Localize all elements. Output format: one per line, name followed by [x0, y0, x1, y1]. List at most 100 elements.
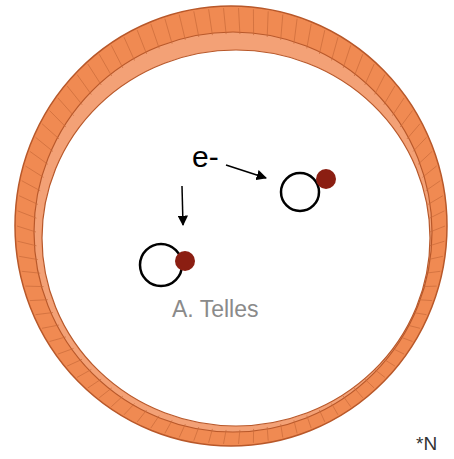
band-segment — [25, 286, 43, 288]
band-segment — [99, 54, 112, 76]
band-segments — [17, 8, 445, 444]
band-segment — [67, 359, 82, 366]
band-segment — [50, 111, 66, 128]
band-segment — [430, 226, 445, 232]
band-segment — [124, 404, 135, 415]
band-segment — [400, 111, 412, 128]
band-segment — [224, 8, 227, 34]
band-segment — [50, 337, 66, 342]
band-segment — [267, 427, 268, 441]
electron-orbit — [281, 173, 319, 211]
band-segment — [124, 37, 135, 60]
band-segment — [418, 299, 432, 301]
band-segment — [307, 416, 311, 429]
band-segment — [165, 19, 172, 44]
band-segment — [332, 404, 339, 415]
band-segment — [392, 98, 404, 116]
band-segment — [384, 86, 395, 105]
band-segment — [426, 271, 441, 273]
band-segment — [99, 388, 112, 398]
band-segment — [67, 86, 82, 105]
band-segment — [307, 24, 311, 49]
band-segment — [58, 98, 74, 116]
band-segment — [430, 211, 445, 218]
band-segment — [36, 137, 54, 151]
band-segment — [209, 9, 213, 35]
band-segment — [428, 256, 443, 259]
band-segment — [239, 430, 240, 444]
band-segment — [294, 420, 297, 433]
band-segment — [18, 241, 37, 246]
band-segment — [179, 15, 185, 40]
ring-inner-wall — [34, 32, 432, 432]
band-segment — [428, 196, 443, 205]
ring-outer — [15, 6, 447, 446]
band-segment — [343, 396, 351, 407]
band-segment — [400, 337, 412, 342]
band-segment — [19, 256, 38, 259]
band-segment — [22, 271, 41, 273]
band-segment — [30, 299, 48, 301]
band-segment — [22, 181, 41, 191]
band-segment — [179, 424, 185, 437]
band-segment — [365, 64, 374, 85]
band-segment — [375, 75, 385, 95]
band-segment — [88, 64, 101, 85]
band-segment — [137, 410, 146, 422]
band-segment — [19, 196, 38, 205]
band-segment — [375, 370, 385, 378]
electron-label: e- — [192, 142, 219, 172]
band-segment — [77, 75, 91, 95]
band-segment — [111, 45, 123, 68]
band-segment — [151, 416, 159, 429]
band-segment — [281, 424, 283, 437]
band-segment — [319, 30, 324, 54]
band-segment — [413, 313, 427, 315]
band-segment — [111, 396, 123, 407]
band-segment — [224, 430, 227, 444]
band-segment — [354, 54, 363, 76]
band-segment — [384, 359, 395, 366]
band-segment — [407, 325, 420, 328]
band-segment — [165, 420, 172, 433]
electron-dot — [316, 169, 336, 189]
band-segment — [422, 166, 436, 178]
band-segment — [88, 379, 101, 388]
band-segment — [319, 410, 324, 422]
band-segment — [42, 325, 59, 328]
band-segment — [194, 427, 199, 441]
electron-dot — [175, 251, 195, 271]
leader-arrow — [182, 186, 183, 225]
footnote-mark: *N — [416, 434, 437, 453]
band-segment — [267, 11, 268, 37]
band-segment — [430, 241, 445, 246]
band-segment — [253, 429, 254, 443]
band-segment — [365, 379, 374, 388]
band-segment — [239, 8, 240, 34]
band-segment — [30, 151, 48, 164]
band-segment — [392, 348, 404, 354]
band-segment — [58, 348, 74, 354]
band-segment — [77, 370, 91, 378]
band-segment — [354, 388, 363, 398]
band-segment — [294, 19, 297, 44]
band-segment — [137, 30, 146, 54]
band-segment — [42, 124, 59, 139]
band-segment — [253, 9, 254, 35]
ring-hole — [42, 50, 430, 426]
band-segment — [17, 226, 36, 232]
electron-orbit — [140, 244, 182, 286]
band-segment — [209, 429, 213, 443]
band-segment — [407, 124, 420, 139]
band-segment — [422, 286, 436, 288]
band-segment — [426, 181, 441, 191]
band-segment — [36, 313, 54, 315]
band-segment — [418, 151, 432, 164]
band-segment — [194, 11, 199, 37]
band-segment — [18, 211, 37, 218]
leader-arrow — [226, 165, 266, 178]
band-segment — [413, 137, 427, 151]
band-segment — [151, 24, 159, 49]
band-segment — [343, 45, 351, 68]
